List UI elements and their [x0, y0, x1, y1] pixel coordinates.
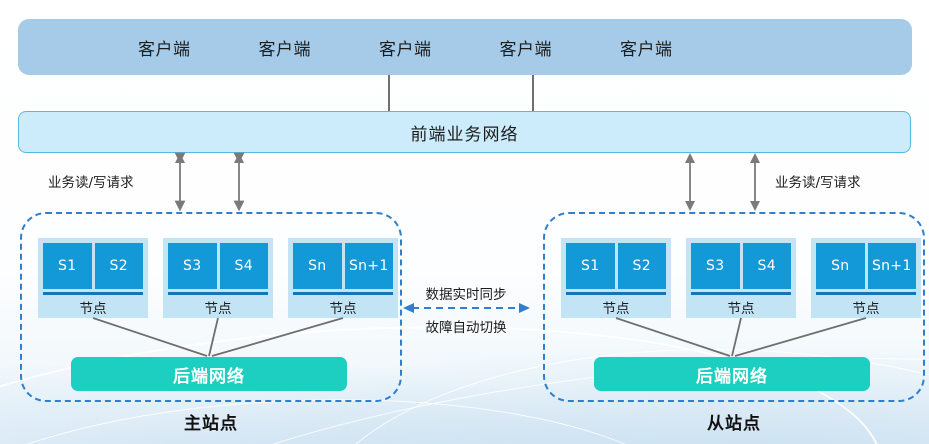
client-label-4: 客户端: [499, 39, 552, 60]
primary-node-group-1-label: 节点: [79, 300, 107, 317]
standby-node-group-3[interactable]: Sn Sn+1 节点: [811, 238, 921, 318]
request-label-left: 业务读/写请求: [48, 175, 134, 191]
client-to-frontend-connector-right: [532, 75, 534, 112]
site-sync-arrow: [403, 303, 530, 313]
client-label-5: 客户端: [620, 39, 673, 60]
standby-backend-network-box[interactable]: 后端网络: [594, 357, 870, 391]
standby-server-s4: S4: [742, 243, 791, 289]
primary-backend-network-box[interactable]: 后端网络: [71, 357, 347, 391]
arrow-caps-standby: [685, 153, 760, 211]
primary-server-s1: S1: [43, 243, 92, 289]
standby-node-group-2-separator: [691, 292, 791, 295]
primary-node-group-2-separator: [168, 292, 268, 295]
primary-node-group-1-separator: [43, 292, 143, 295]
primary-server-sn1: Sn+1: [344, 243, 393, 289]
arrow-caps-primary: [175, 153, 244, 211]
primary-backend-network-label: 后端网络: [173, 366, 245, 387]
standby-server-sn: Sn: [816, 243, 865, 289]
standby-node-group-1-label: 节点: [602, 300, 630, 317]
standby-node-group-2[interactable]: S3 S4 节点: [686, 238, 796, 318]
site-standby-boundary: [543, 212, 925, 402]
standby-server-sn1: Sn+1: [867, 243, 916, 289]
primary-server-s4: S4: [219, 243, 268, 289]
sync-label-realtime: 数据实时同步: [425, 287, 507, 303]
client-label-2: 客户端: [258, 39, 311, 60]
client-list: 客户端 客户端 客户端 客户端 客户端: [138, 19, 673, 75]
standby-node-group-1-separator: [566, 292, 666, 295]
standby-node-group-3-separator: [816, 292, 916, 295]
standby-node-group-1[interactable]: S1 S2 节点: [561, 238, 671, 318]
primary-node-group-1[interactable]: S1 S2 节点: [38, 238, 148, 318]
client-to-frontend-connector-left: [388, 75, 390, 112]
standby-node-group-2-label: 节点: [727, 300, 755, 317]
client-label-1: 客户端: [138, 39, 191, 60]
sync-label-failover: 故障自动切换: [425, 320, 507, 336]
primary-node-group-2[interactable]: S3 S4 节点: [163, 238, 273, 318]
primary-node-group-1-servers: S1 S2: [43, 243, 143, 289]
primary-server-s2: S2: [94, 243, 143, 289]
primary-node-group-3-label: 节点: [329, 300, 357, 317]
standby-node-group-3-servers: Sn Sn+1: [816, 243, 916, 289]
standby-server-s2: S2: [617, 243, 666, 289]
standby-node-group-3-label: 节点: [852, 300, 880, 317]
frontend-network-label: 前端业务网络: [410, 124, 519, 145]
frontend-network-box: 前端业务网络: [18, 111, 911, 153]
site-primary-caption: 主站点: [184, 414, 238, 434]
request-label-right: 业务读/写请求: [775, 175, 861, 191]
client-label-3: 客户端: [379, 39, 432, 60]
standby-server-s1: S1: [566, 243, 615, 289]
primary-server-s3: S3: [168, 243, 217, 289]
primary-node-group-2-label: 节点: [204, 300, 232, 317]
primary-node-group-3[interactable]: Sn Sn+1 节点: [288, 238, 398, 318]
primary-node-group-3-separator: [293, 292, 393, 295]
site-standby-caption: 从站点: [707, 414, 761, 434]
standby-node-group-2-servers: S3 S4: [691, 243, 791, 289]
primary-node-group-3-servers: Sn Sn+1: [293, 243, 393, 289]
primary-node-group-2-servers: S3 S4: [168, 243, 268, 289]
standby-node-group-1-servers: S1 S2: [566, 243, 666, 289]
standby-server-s3: S3: [691, 243, 740, 289]
primary-server-sn: Sn: [293, 243, 342, 289]
site-primary-boundary: [20, 212, 402, 402]
standby-backend-network-label: 后端网络: [696, 366, 768, 387]
client-bar: 客户端 客户端 客户端 客户端 客户端: [18, 19, 912, 75]
